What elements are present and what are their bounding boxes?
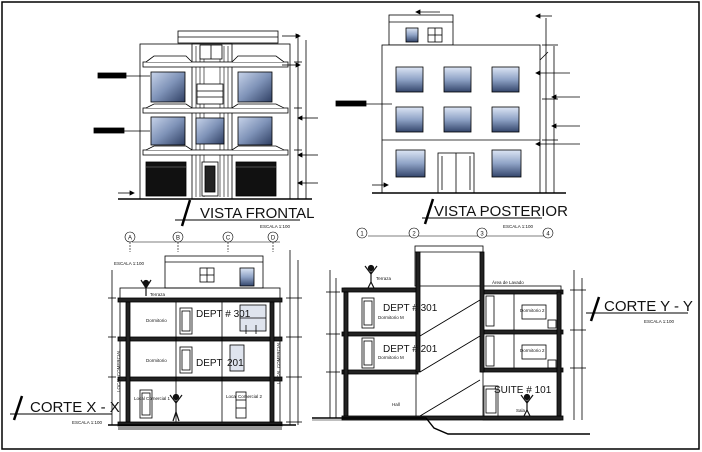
label-side-left-xx: LOCAL COMERCIAL <box>116 349 121 392</box>
corte-xx-top-scale: ESCALA 1:100 <box>114 261 145 266</box>
label-dept-301-yy: DEPT # 301 <box>383 303 438 314</box>
label-dormitorio-1-xx: Dormitorio <box>146 318 167 323</box>
vista-frontal-elevation <box>93 30 318 200</box>
vista-posterior-scale: ESCALA 1:100 <box>503 224 534 229</box>
label-dorm-m-upper: Dormitorio M <box>378 315 404 320</box>
label-local-2-xx: Local Comercial 2 <box>226 394 263 399</box>
axis-label-3: 3 <box>480 232 484 238</box>
vista-frontal-title: VISTA FRONTAL ESCALA 1:100 <box>175 199 314 229</box>
corte-xx-title: CORTE X - X ESCALA 1:100 <box>10 395 120 425</box>
label-dorm-m-mid: Dormitorio M <box>378 355 404 360</box>
vista-posterior-elevation <box>335 9 580 194</box>
axis-label-4: 4 <box>546 232 550 238</box>
label-dorm-2-upper: Dormitorio 2 <box>520 308 545 313</box>
corte-xx-label: CORTE X - X <box>30 399 120 416</box>
corte-xx-labels: Terraza DEPT # 301 DEPT 201 Dormitorio D… <box>116 292 281 401</box>
label-sala: Sala <box>516 408 526 413</box>
label-hall: Hall <box>392 402 400 407</box>
corte-yy-section <box>312 245 590 435</box>
corte-yy-axes <box>356 227 554 239</box>
corte-yy-scale: ESCALA 1:100 <box>644 319 675 324</box>
vista-frontal-label: VISTA FRONTAL <box>200 205 314 222</box>
label-dormitorio-2-xx: Dormitorio <box>146 358 167 363</box>
human-figures-xx <box>140 279 183 422</box>
label-dept-201-xx: 201 <box>227 358 244 369</box>
label-terraza-yy: Terraza <box>376 276 392 281</box>
axis-label-2: 2 <box>412 232 416 238</box>
corte-yy-labels: Terraza Área de Lavado DEPT # 301 DEPT #… <box>376 276 552 413</box>
axis-label-a: A <box>128 236 132 242</box>
corte-xx-axes <box>124 231 280 252</box>
label-side-right-xx: LOCAL COMERCIAL <box>276 341 281 384</box>
label-local-1-xx: Local Comercial 1 <box>134 396 171 401</box>
corte-xx-scale: ESCALA 1:100 <box>72 420 103 425</box>
label-dept-201-yy: DEPT # 201 <box>383 344 438 355</box>
label-dept-301-xx: DEPT # 301 <box>196 309 251 320</box>
corte-yy-title: CORTE Y - Y ESCALA 1:100 <box>586 296 693 324</box>
axis-label-c: C <box>226 236 231 242</box>
corte-yy-label: CORTE Y - Y <box>604 298 693 315</box>
label-dorm-2-mid: Dormitorio 2 <box>520 348 545 353</box>
vista-frontal-scale: ESCALA 1:100 <box>260 224 291 229</box>
vista-posterior-title: VISTA POSTERIOR ESCALA 1:100 <box>422 198 568 229</box>
label-dept-xx: DEPT <box>196 358 223 369</box>
label-suite-101-yy: SUITE # 101 <box>494 385 552 396</box>
human-figures-yy <box>364 264 534 417</box>
label-area-lavado-yy: Área de Lavado <box>492 279 524 285</box>
axis-label-b: B <box>176 236 180 242</box>
vista-posterior-label: VISTA POSTERIOR <box>434 203 568 220</box>
axis-label-1: 1 <box>360 232 364 238</box>
axis-label-d: D <box>271 236 276 242</box>
corte-xx-section <box>108 250 302 430</box>
label-terraza-xx: Terraza <box>150 292 166 297</box>
